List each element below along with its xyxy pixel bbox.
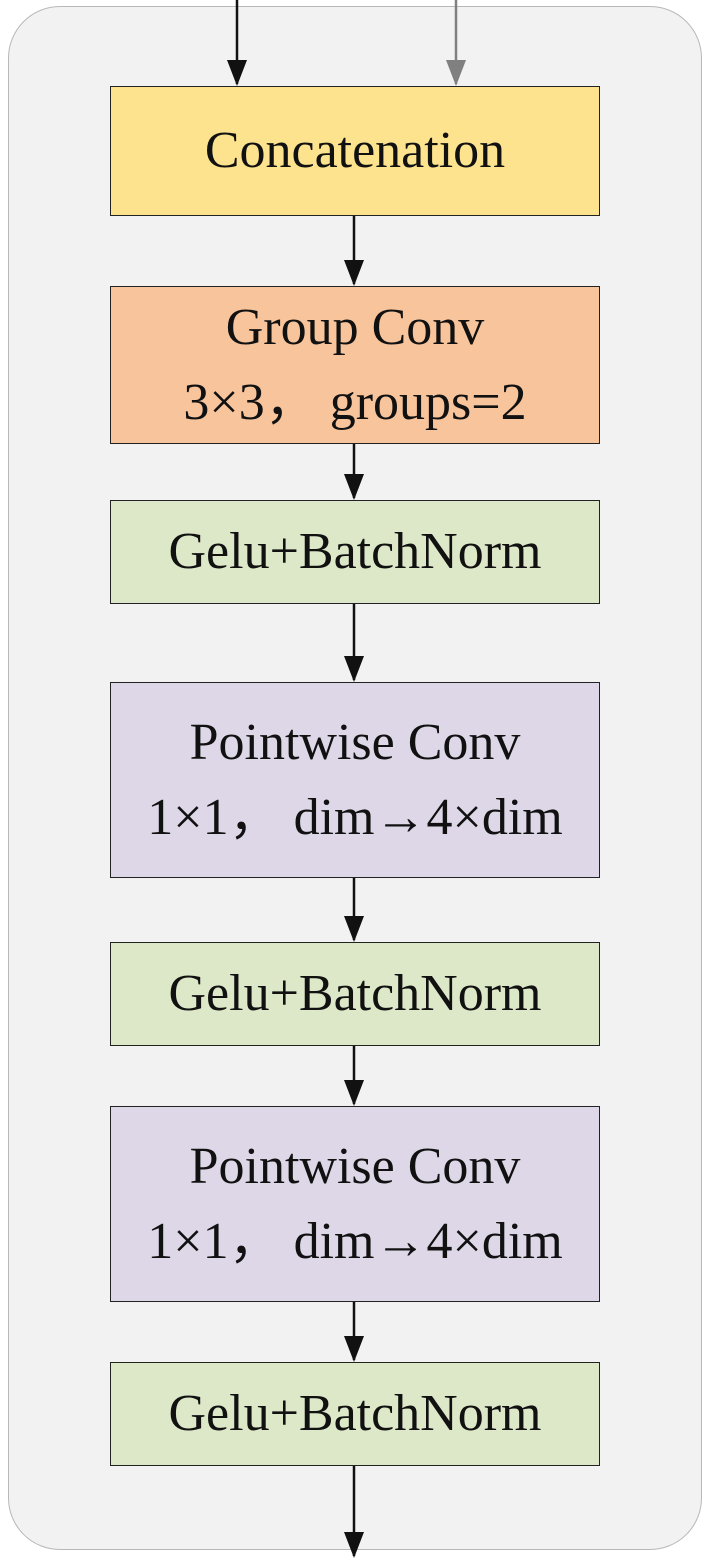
gelu-batchnorm-block-1: Gelu+BatchNorm (110, 500, 600, 604)
output-arrow-head (344, 1532, 364, 1558)
gelu-batchnorm-label-2: Gelu+BatchNorm (168, 965, 542, 1023)
input-arrow-main-head (227, 60, 247, 86)
input-arrow-secondary-head (446, 60, 466, 86)
arrow-concat-to-group-head (344, 260, 364, 286)
pointwise-conv-block-1: Pointwise Conv 1×1， dim→4×dim (110, 682, 600, 878)
gelu-batchnorm-block-2: Gelu+BatchNorm (110, 942, 600, 1046)
arrow-pointwise-1-to-gelu-2-head (344, 916, 364, 942)
gelu-batchnorm-label-3: Gelu+BatchNorm (168, 1385, 542, 1443)
pointwise-conv-title-2: Pointwise Conv (189, 1137, 521, 1195)
group-conv-title: Group Conv (225, 298, 485, 356)
gelu-batchnorm-block-3: Gelu+BatchNorm (110, 1362, 600, 1466)
arrow-group-to-gelu-1-head (344, 474, 364, 500)
group-conv-params: 3×3， groups=2 (183, 374, 527, 431)
gelu-batchnorm-label-1: Gelu+BatchNorm (168, 523, 542, 581)
pointwise-conv-title-1: Pointwise Conv (189, 713, 521, 771)
concatenation-label: Concatenation (204, 122, 506, 180)
arrow-pointwise-2-to-gelu-3-head (344, 1336, 364, 1362)
pointwise-conv-block-2: Pointwise Conv 1×1， dim→4×dim (110, 1106, 600, 1302)
arrow-gelu-2-to-pointwise-2-head (344, 1080, 364, 1106)
pointwise-conv-params-2: 1×1， dim→4×dim (147, 1213, 563, 1270)
concatenation-block: Concatenation (110, 86, 600, 216)
arrow-gelu-1-to-pointwise-1-head (344, 656, 364, 682)
group-conv-block: Group Conv 3×3， groups=2 (110, 286, 600, 444)
pointwise-conv-params-1: 1×1， dim→4×dim (147, 789, 563, 846)
